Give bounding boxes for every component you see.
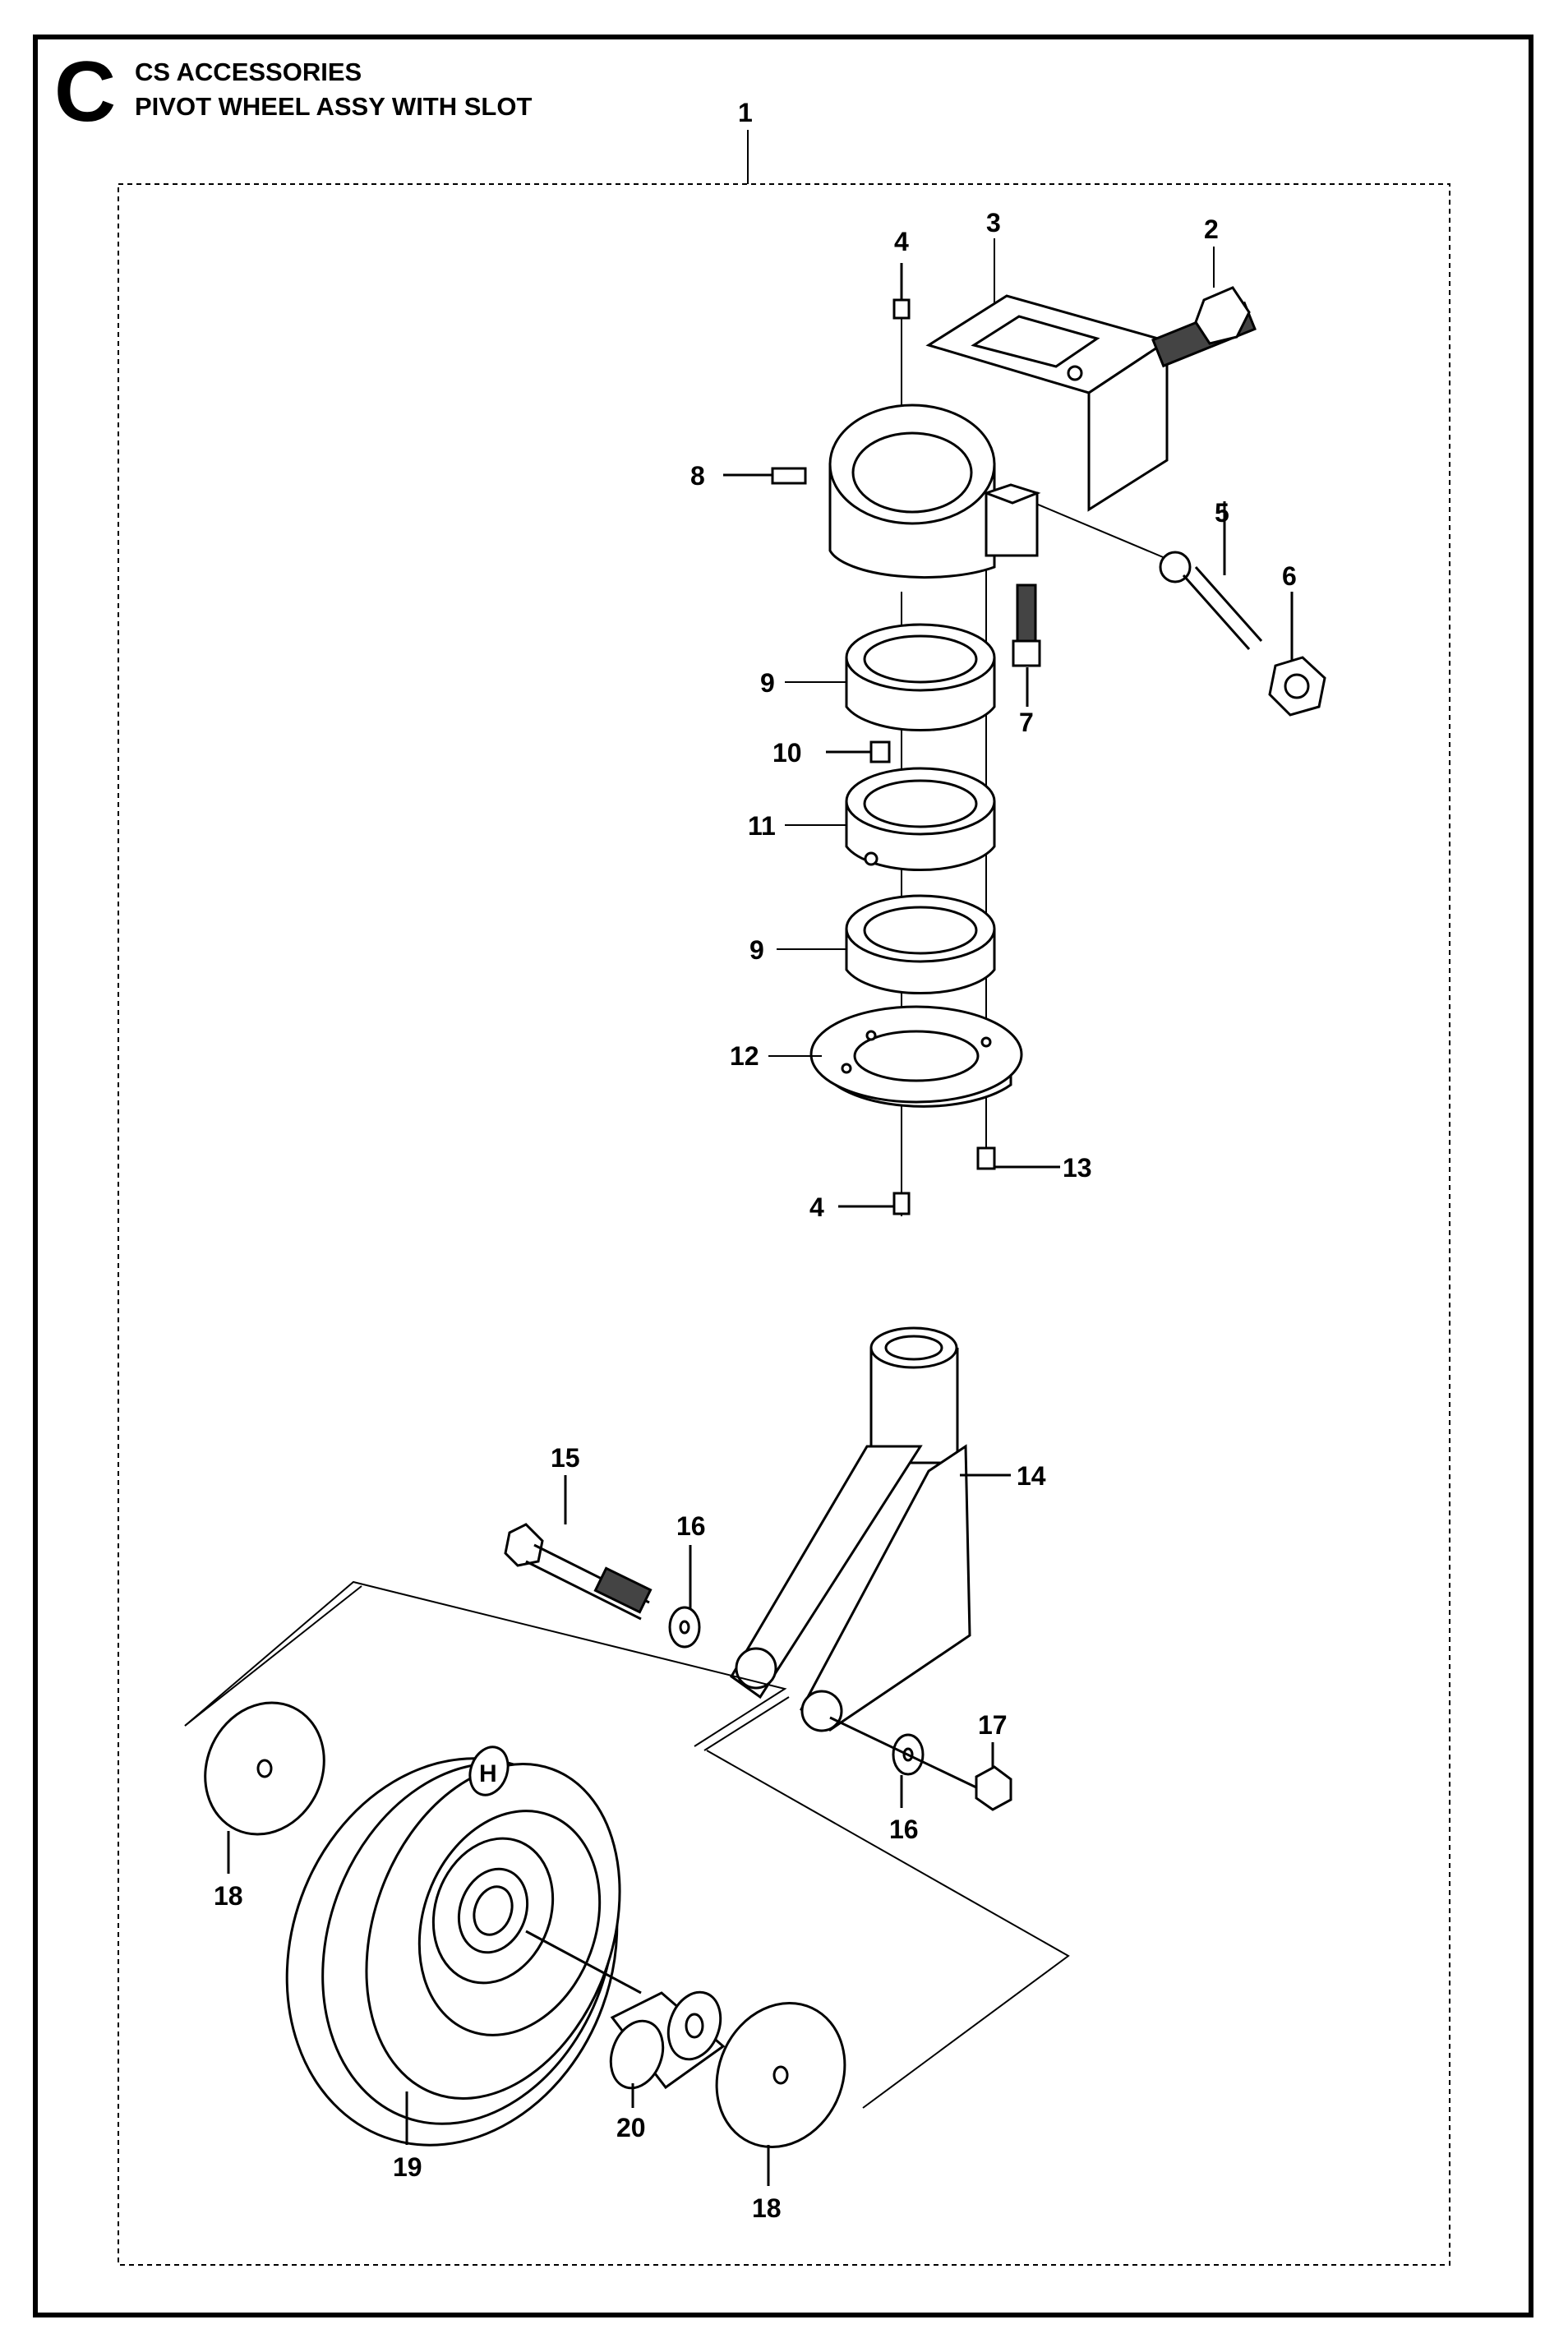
part-grease-nipple bbox=[723, 467, 807, 485]
part-wheel-19 bbox=[285, 1746, 621, 2147]
callout-9-bottom: 9 bbox=[749, 935, 764, 965]
part-pivot-fork-14 bbox=[730, 1326, 1011, 1732]
callout-2: 2 bbox=[1204, 214, 1219, 244]
callout-4-top: 4 bbox=[894, 227, 909, 256]
part-ring-9-top bbox=[845, 623, 996, 732]
section-title: CS ACCESSORIES bbox=[135, 58, 362, 86]
part-eye-bolt-5 bbox=[1159, 501, 1263, 650]
callout-1: 1 bbox=[738, 98, 753, 127]
part-bolt-2 bbox=[1151, 286, 1257, 368]
part-washer-18-left bbox=[204, 1701, 325, 1874]
part-washer-16-left bbox=[668, 1545, 701, 1649]
callout-3: 3 bbox=[986, 208, 1001, 238]
callout-14: 14 bbox=[1017, 1461, 1046, 1491]
part-set-screw-7 bbox=[1012, 583, 1041, 707]
callout-16-left: 16 bbox=[676, 1511, 706, 1541]
callout-5: 5 bbox=[1215, 498, 1229, 528]
assembly-title: PIVOT WHEEL ASSY WITH SLOT bbox=[135, 92, 533, 121]
part-collar-11 bbox=[845, 767, 996, 872]
callout-11: 11 bbox=[748, 811, 776, 841]
callout-13: 13 bbox=[1063, 1153, 1092, 1183]
part-pin-10 bbox=[826, 740, 891, 763]
callout-16-right: 16 bbox=[889, 1815, 919, 1844]
callout-4-bottom: 4 bbox=[809, 1192, 824, 1222]
wheel-guide-lines bbox=[184, 1580, 1070, 2109]
part-nut-6 bbox=[1268, 592, 1326, 717]
part-washer-18-right bbox=[715, 2001, 846, 2186]
callout-9-top: 9 bbox=[760, 668, 775, 698]
brand-mark: H bbox=[479, 1760, 497, 1787]
callout-18-left: 18 bbox=[214, 1881, 243, 1911]
part-bolt-15 bbox=[504, 1475, 653, 1621]
callout-12: 12 bbox=[730, 1041, 759, 1071]
callout-8: 8 bbox=[690, 461, 705, 491]
part-spacer-20 bbox=[525, 1930, 726, 2108]
page-frame bbox=[33, 35, 1533, 2317]
callout-20: 20 bbox=[616, 2113, 646, 2142]
callout-17: 17 bbox=[978, 1710, 1008, 1740]
callout-19: 19 bbox=[393, 2152, 422, 2182]
part-screw-4-top bbox=[892, 263, 911, 320]
part-washer-16-right bbox=[892, 1733, 925, 1808]
part-screw-4-bottom bbox=[838, 1192, 911, 1215]
callout-7: 7 bbox=[1019, 708, 1034, 737]
section-letter: C bbox=[54, 44, 117, 140]
part-ring-9-bottom bbox=[845, 894, 996, 995]
callout-15: 15 bbox=[551, 1443, 580, 1473]
callout-6: 6 bbox=[1282, 561, 1297, 591]
part-nut-17 bbox=[829, 1716, 1012, 1811]
callout-10: 10 bbox=[772, 738, 802, 768]
part-swivel-housing bbox=[828, 404, 1041, 579]
assembly-boundary bbox=[118, 183, 1450, 2266]
callout-18-right: 18 bbox=[752, 2193, 782, 2223]
part-flange-plate-12 bbox=[809, 1005, 1023, 1108]
part-screw-13 bbox=[976, 1146, 1060, 1170]
